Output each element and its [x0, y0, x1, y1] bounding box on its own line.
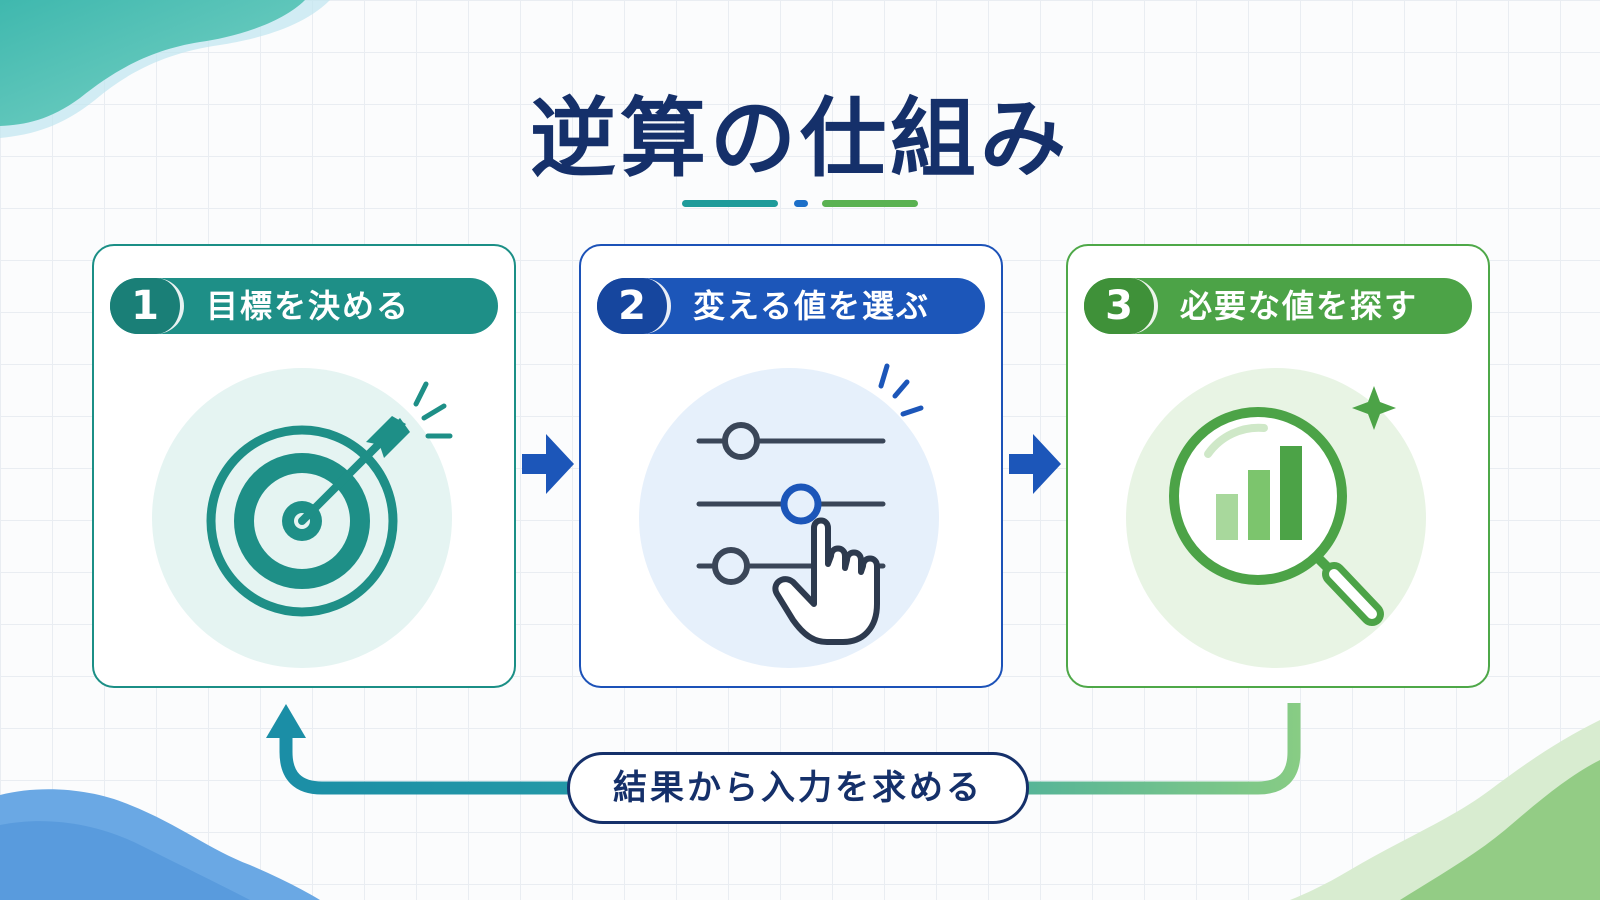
target-icon — [152, 368, 453, 668]
step-3-header: 3 必要な値を探す — [1084, 278, 1472, 334]
step-1-label: 目標を決める — [206, 287, 411, 325]
title-underline-green — [822, 200, 918, 207]
title-underline-teal — [682, 200, 778, 207]
step-card-2: 2 変える値を選ぶ — [579, 244, 1003, 688]
page-title: 逆算の仕組み — [530, 89, 1070, 189]
magnifier-chart-icon — [1126, 368, 1426, 668]
step-1-header: 1 目標を決める — [110, 278, 498, 334]
bottom-right-wave-decoration — [1290, 720, 1600, 900]
arrow-right-icon — [1009, 434, 1061, 494]
step-3-label: 必要な値を探す — [1180, 287, 1419, 325]
arrow-right-icon — [522, 434, 574, 494]
loop-label: 結果から入力を求める — [567, 752, 1029, 824]
step-card-1: 1 目標を決める — [92, 244, 516, 688]
bottom-left-wave-decoration — [0, 789, 320, 900]
step-card-3: 3 必要な値を探す — [1066, 244, 1490, 688]
step-2-number: 2 — [597, 278, 671, 334]
slider-adjust-icon — [639, 363, 939, 668]
title-underline-dot — [794, 200, 808, 207]
step-1-number: 1 — [110, 278, 184, 334]
step-3-number: 3 — [1084, 278, 1158, 334]
step-2-header: 2 変える値を選ぶ — [597, 278, 985, 334]
top-left-wave-decoration — [0, 0, 330, 138]
step-2-label: 変える値を選ぶ — [693, 287, 931, 325]
